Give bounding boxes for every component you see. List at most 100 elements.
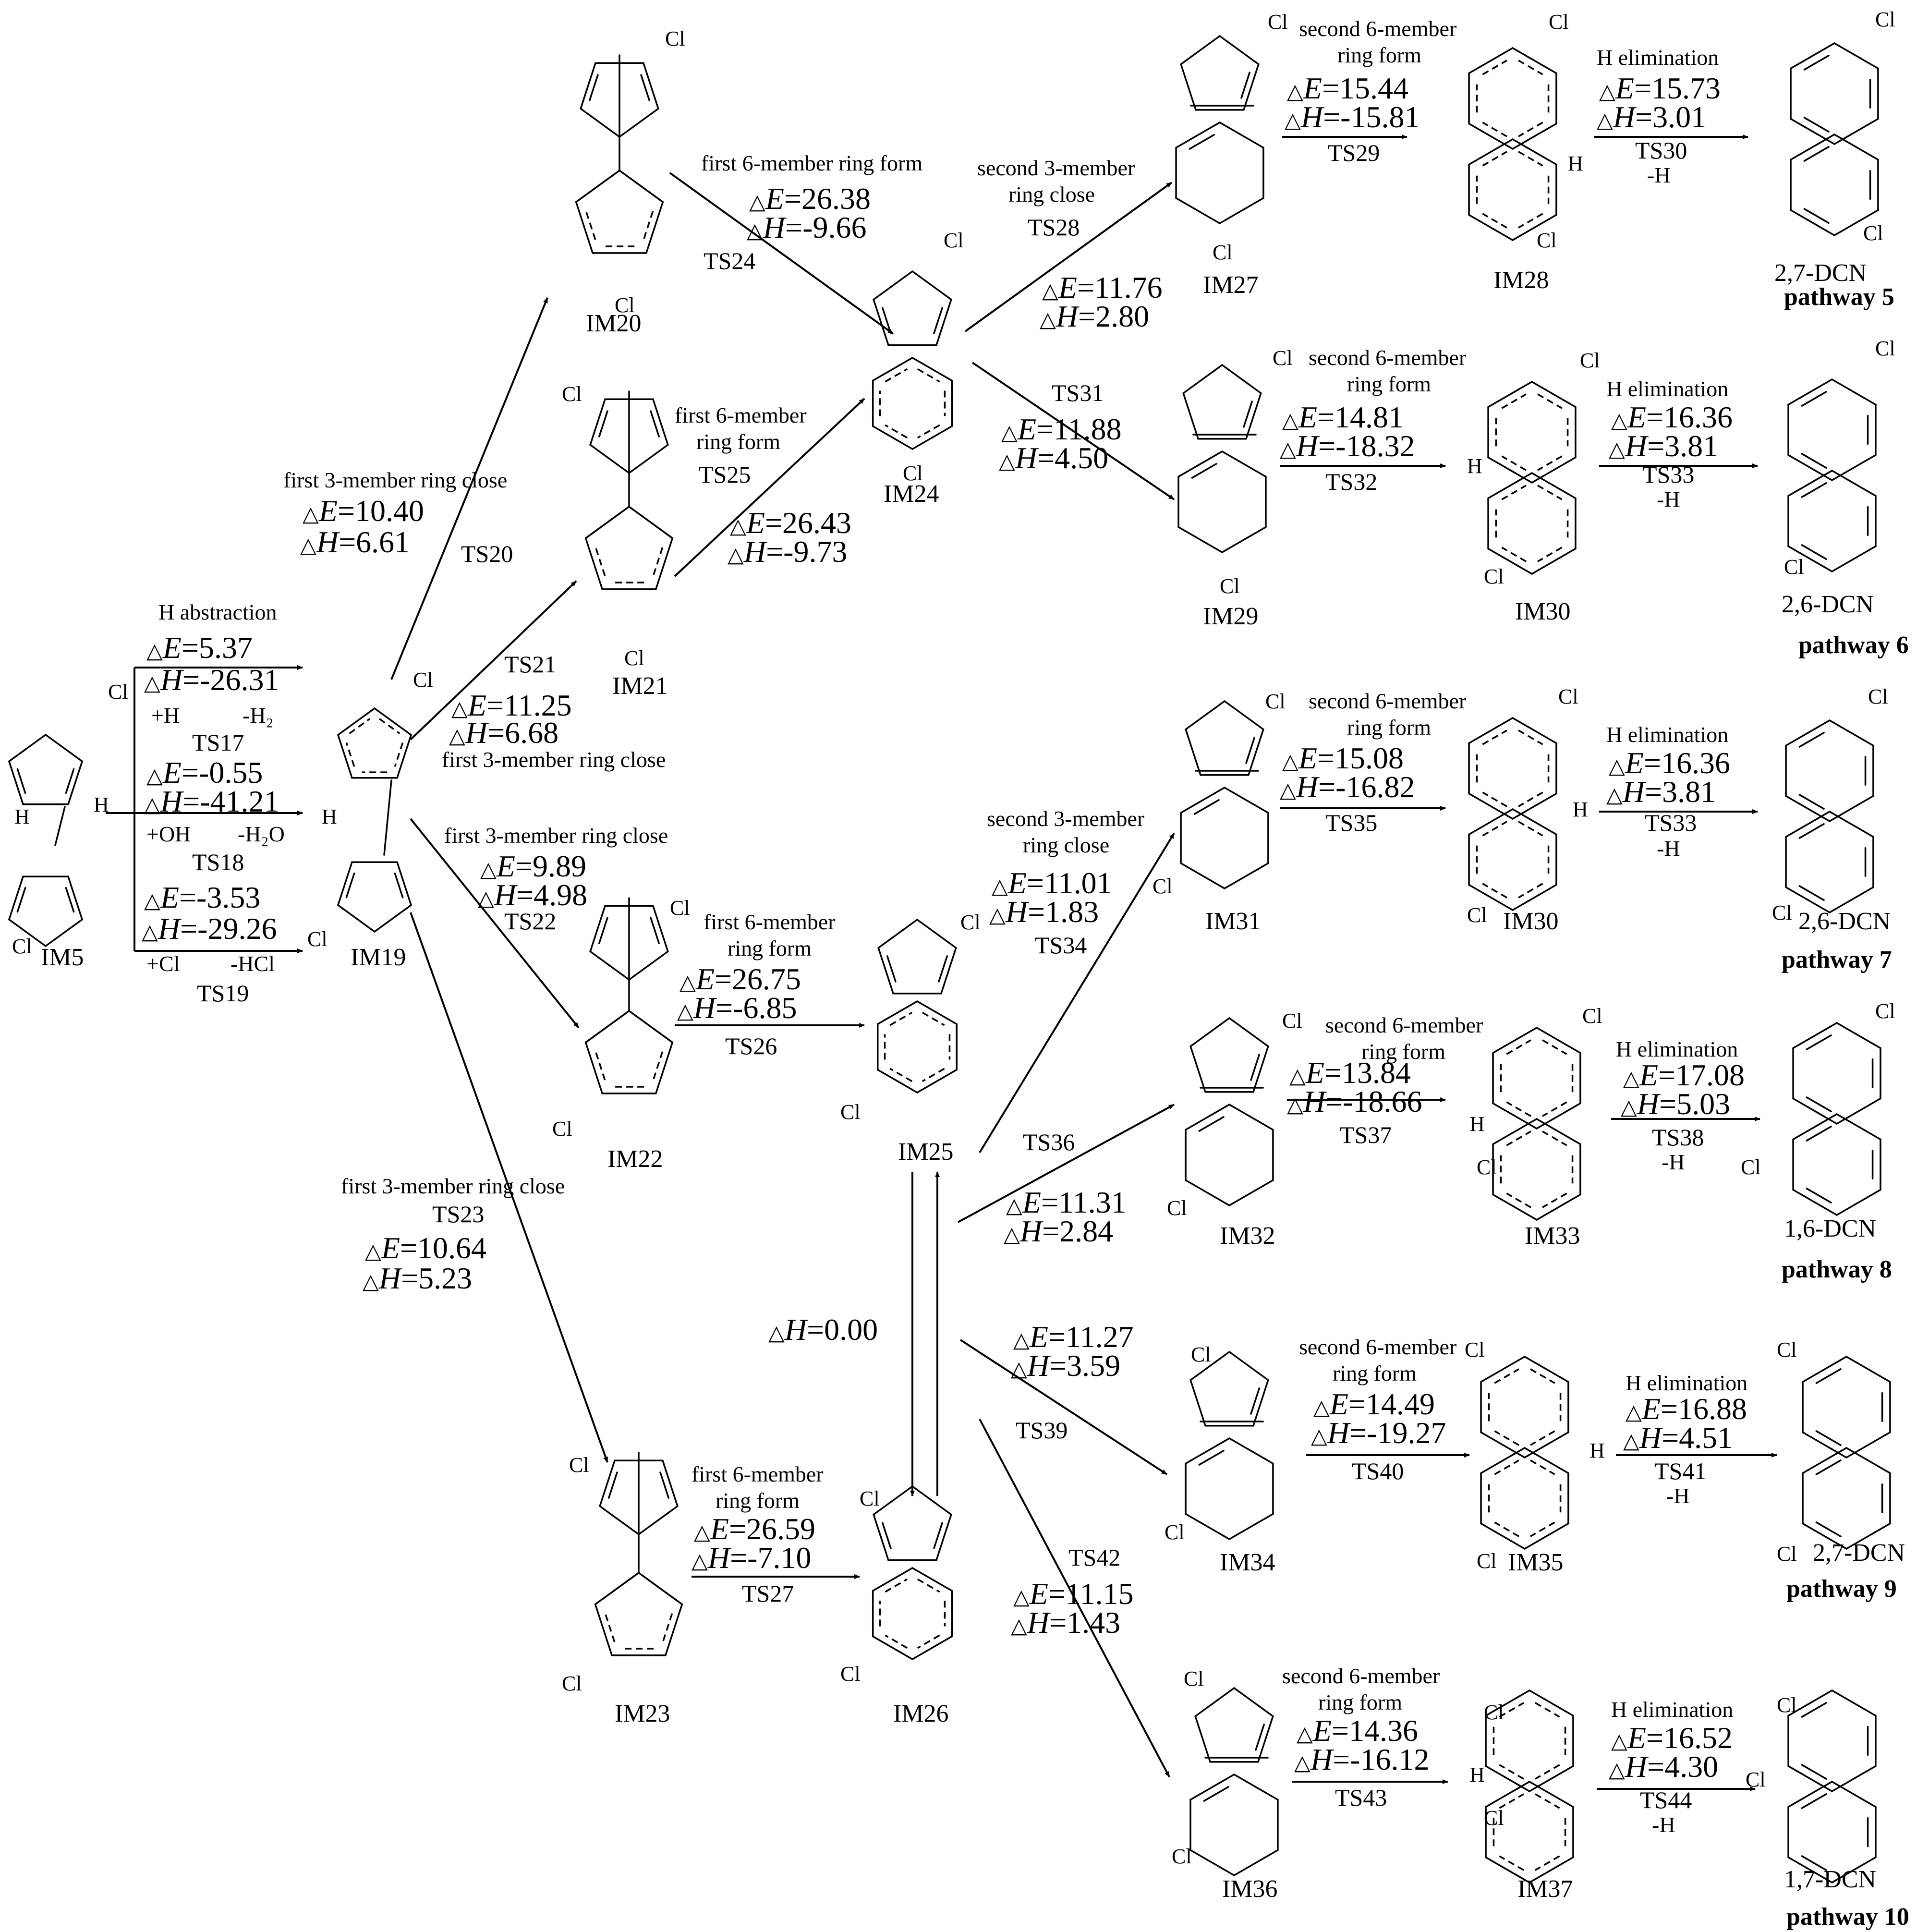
bond [585, 211, 596, 240]
bond [8, 760, 24, 805]
bond [652, 398, 669, 446]
row4-elim-ts: TS38 [1652, 1124, 1704, 1151]
bond [584, 1041, 603, 1094]
bond [1529, 1856, 1574, 1883]
row2-elim-dh: △H=3.81 [1609, 429, 1718, 463]
ts26-dh: △H=-6.85 [677, 991, 797, 1025]
row2-product: 2,6-DCN [1782, 591, 1874, 618]
bond [1803, 117, 1830, 133]
bond [1499, 1855, 1524, 1871]
bond [45, 734, 83, 763]
bond [1501, 485, 1527, 500]
bond [1798, 823, 1825, 839]
bond [1180, 63, 1197, 111]
bond [1228, 1017, 1269, 1047]
ts27-de: △E=26.59 [694, 1512, 815, 1546]
bond [619, 170, 664, 203]
bond [1836, 1189, 1881, 1216]
bond [1542, 1130, 1567, 1146]
ts17-reagent: +H [151, 703, 180, 728]
bond [1833, 134, 1879, 161]
cl-atom: Cl [1746, 1768, 1766, 1791]
bond [594, 1603, 613, 1656]
h-atom: H [1573, 798, 1588, 821]
reaction-arrows [106, 134, 1777, 1791]
isomerization-dh: △H=0.00 [768, 1312, 878, 1347]
row6-ring6-dh: △H=-16.12 [1294, 1742, 1429, 1776]
bond [16, 887, 26, 913]
bond [1243, 401, 1253, 428]
ts42-de: △E=11.15 [1013, 1577, 1134, 1611]
cl-atom: Cl [1484, 565, 1504, 588]
cl-atom: Cl [1549, 10, 1569, 34]
ts21-step-label: first 3-member ring close [442, 747, 666, 772]
bond [1831, 454, 1877, 481]
bond [940, 947, 957, 995]
bond [65, 887, 75, 913]
bond [1802, 1447, 1847, 1474]
bond [1221, 526, 1267, 553]
bond [876, 1000, 918, 1025]
bond [1815, 1368, 1842, 1384]
bond [1485, 1765, 1530, 1792]
bond [1801, 391, 1827, 407]
bond [1233, 1774, 1279, 1801]
bond [1785, 811, 1831, 838]
bond [54, 806, 66, 846]
bond [619, 108, 659, 138]
bond [1501, 393, 1527, 409]
ts27-dh: △H=-7.10 [692, 1541, 811, 1575]
cl-atom: Cl [1273, 346, 1293, 370]
bond [1806, 1096, 1832, 1112]
row4-ring6-ts: TS37 [1340, 1121, 1392, 1148]
bond [1831, 545, 1877, 572]
ts34-step-label-1: second 3-member [987, 806, 1144, 831]
row5-pathway: pathway 9 [1786, 1575, 1897, 1603]
im5-label: IM5 [41, 944, 84, 971]
row5-int4: IM35 [1508, 1549, 1564, 1576]
row3-ring6-l1: second 6-member [1309, 689, 1466, 713]
bond [1798, 885, 1825, 901]
row1-product: 2,7-DCN [1774, 259, 1867, 287]
bond [655, 1041, 674, 1094]
bond [1485, 1856, 1530, 1883]
cl-atom: Cl [1777, 1542, 1797, 1566]
ts23-de: △E=10.64 [365, 1231, 486, 1265]
bond [584, 506, 630, 539]
bond [598, 410, 608, 437]
bond [337, 861, 353, 906]
ts42-label: TS42 [1068, 1544, 1120, 1571]
bond [580, 108, 620, 138]
bond [1468, 792, 1514, 820]
bond [1530, 1521, 1555, 1537]
bond [1219, 35, 1260, 65]
ts23-step-label: first 3-member ring close [341, 1174, 565, 1198]
bond [1185, 1179, 1230, 1206]
row3-ring6-de: △E=15.08 [1282, 741, 1404, 775]
bond [1480, 1522, 1526, 1550]
bond [1803, 55, 1830, 71]
row6-elim-de: △E=16.52 [1611, 1721, 1733, 1755]
ts39-dh: △H=3.59 [1011, 1349, 1120, 1383]
row6-ring6-de: △E=14.36 [1297, 1713, 1418, 1748]
bond [1530, 1430, 1555, 1446]
bond [652, 1051, 664, 1081]
bond [1487, 472, 1533, 499]
cl-atom: Cl [615, 293, 635, 317]
ts25-dh: △H=-9.73 [728, 535, 847, 569]
bond [608, 1471, 618, 1499]
cl-atom: Cl [1784, 555, 1804, 579]
bond [337, 904, 376, 933]
bond [589, 398, 606, 446]
bond [1203, 1786, 1229, 1802]
bond [1815, 1430, 1842, 1446]
ts20-step-label: first 3-member ring close [283, 468, 507, 492]
bond [1787, 1765, 1833, 1792]
ts18-dh: △H=-41.21 [144, 784, 279, 818]
